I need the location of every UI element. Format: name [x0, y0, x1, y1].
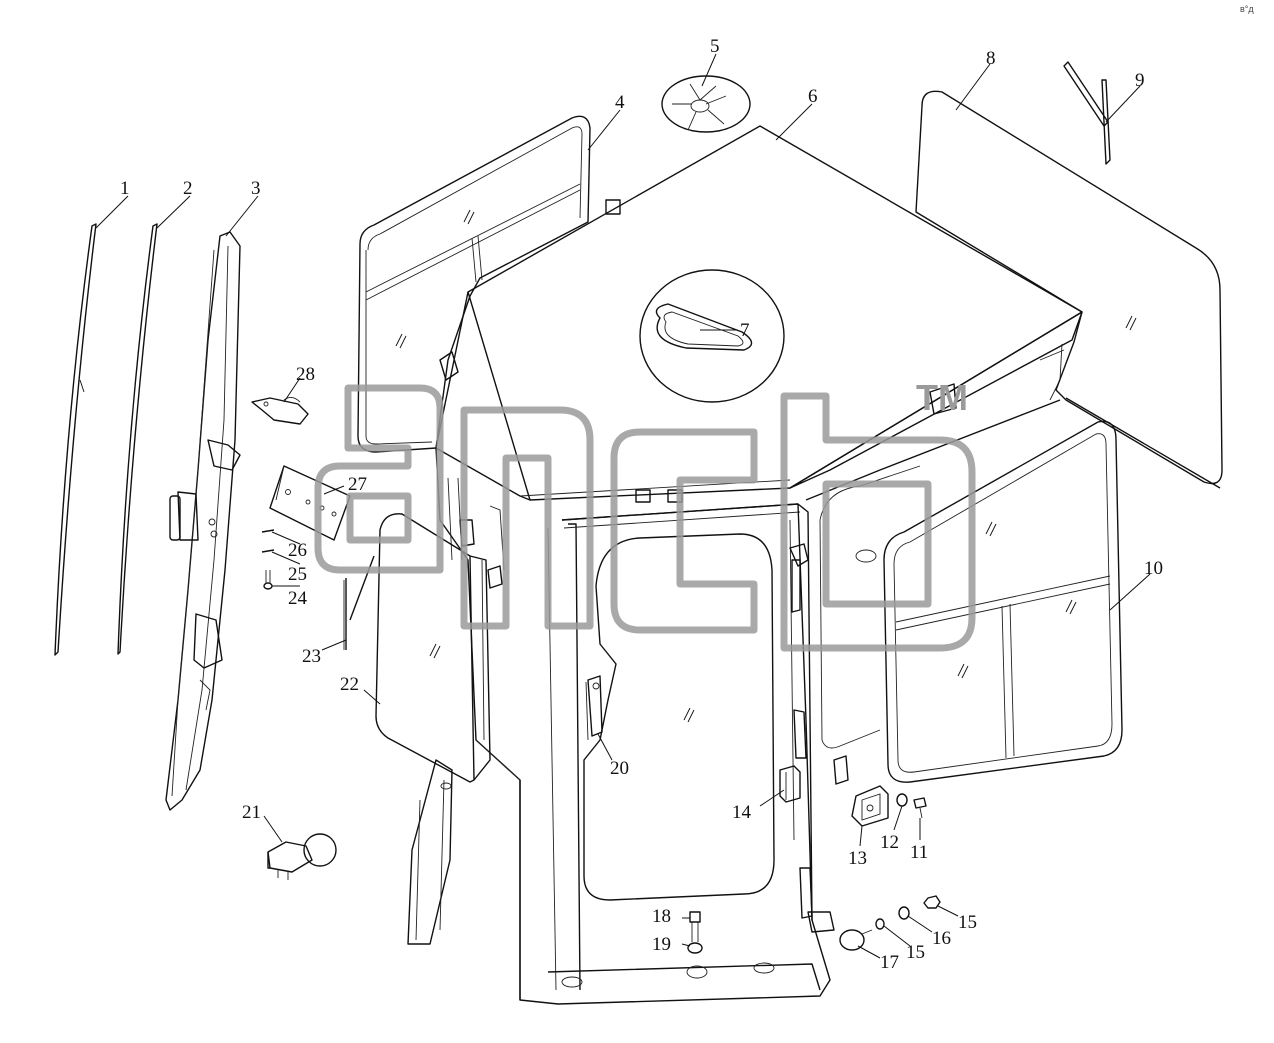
part-15-nut-b	[875, 918, 885, 930]
callout-21: 21	[242, 802, 261, 823]
part-10-side-window	[883, 420, 1123, 783]
callout-24: 24	[288, 588, 308, 609]
part-22-window-panel	[375, 513, 503, 783]
callout-12: 12	[880, 832, 899, 853]
callout-2: 2	[183, 178, 193, 199]
callout-28: 28	[296, 364, 315, 385]
callout-10: 10	[1144, 558, 1163, 579]
callout-16: 16	[932, 928, 951, 949]
part-12-washer	[896, 793, 908, 807]
part-8-rear-glass	[915, 90, 1223, 489]
callout-20: 20	[610, 758, 629, 779]
callout-15b: 15	[906, 942, 925, 963]
part-25-washer	[261, 549, 275, 553]
callout-23: 23	[302, 646, 321, 667]
part-14-catch	[779, 765, 801, 803]
callout-7: 7	[740, 320, 750, 341]
callout-8: 8	[986, 48, 996, 69]
callout-26: 26	[288, 540, 307, 561]
part-15-nut-a	[923, 895, 941, 909]
callout-13: 13	[848, 848, 867, 869]
callout-15a: 15	[958, 912, 977, 933]
part-13-lock-bracket	[851, 785, 889, 827]
part-19-washer	[686, 942, 708, 979]
part-11-bolt	[913, 797, 927, 819]
part-9-wiper	[1063, 61, 1111, 165]
watermark-trademark: TM	[916, 377, 968, 418]
watermark-logo: TM	[314, 377, 976, 652]
callout-11: 11	[910, 842, 928, 863]
part-27-bracket	[269, 465, 351, 541]
corner-mark: в°д	[1240, 4, 1254, 14]
callout-25: 25	[288, 564, 307, 585]
callout-4: 4	[615, 92, 625, 113]
part-17-strut-end	[839, 929, 873, 951]
leader-lines	[95, 53, 1151, 959]
callout-17: 17	[880, 952, 899, 973]
callout-3: 3	[251, 178, 261, 199]
callout-1: 1	[120, 178, 130, 199]
part-5-roof-vent	[661, 75, 751, 133]
part-1-seal-strip	[54, 223, 97, 656]
part-4-side-window	[357, 115, 621, 453]
callout-18: 18	[652, 906, 671, 927]
callout-9: 9	[1135, 70, 1145, 91]
part-26-washer	[261, 529, 275, 533]
part-28-bracket	[251, 397, 309, 425]
part-21-lamp	[267, 833, 337, 880]
part-18-bolt	[689, 911, 701, 942]
callout-22: 22	[340, 674, 359, 695]
part-16-washer	[898, 906, 910, 920]
part-3-door-frame	[165, 231, 241, 811]
part-24-bolt	[263, 570, 273, 590]
callout-labels: 1 2 3 4 5 6 7 8 9 10 11 12 13 14 15 15 1…	[120, 36, 1163, 973]
part-2-seal-strip	[117, 223, 158, 655]
callout-14: 14	[732, 802, 752, 823]
callout-6: 6	[808, 86, 818, 107]
callout-5: 5	[710, 36, 720, 57]
part-20-door-handle	[585, 675, 603, 741]
callout-19: 19	[652, 934, 671, 955]
callout-27: 27	[348, 474, 367, 495]
